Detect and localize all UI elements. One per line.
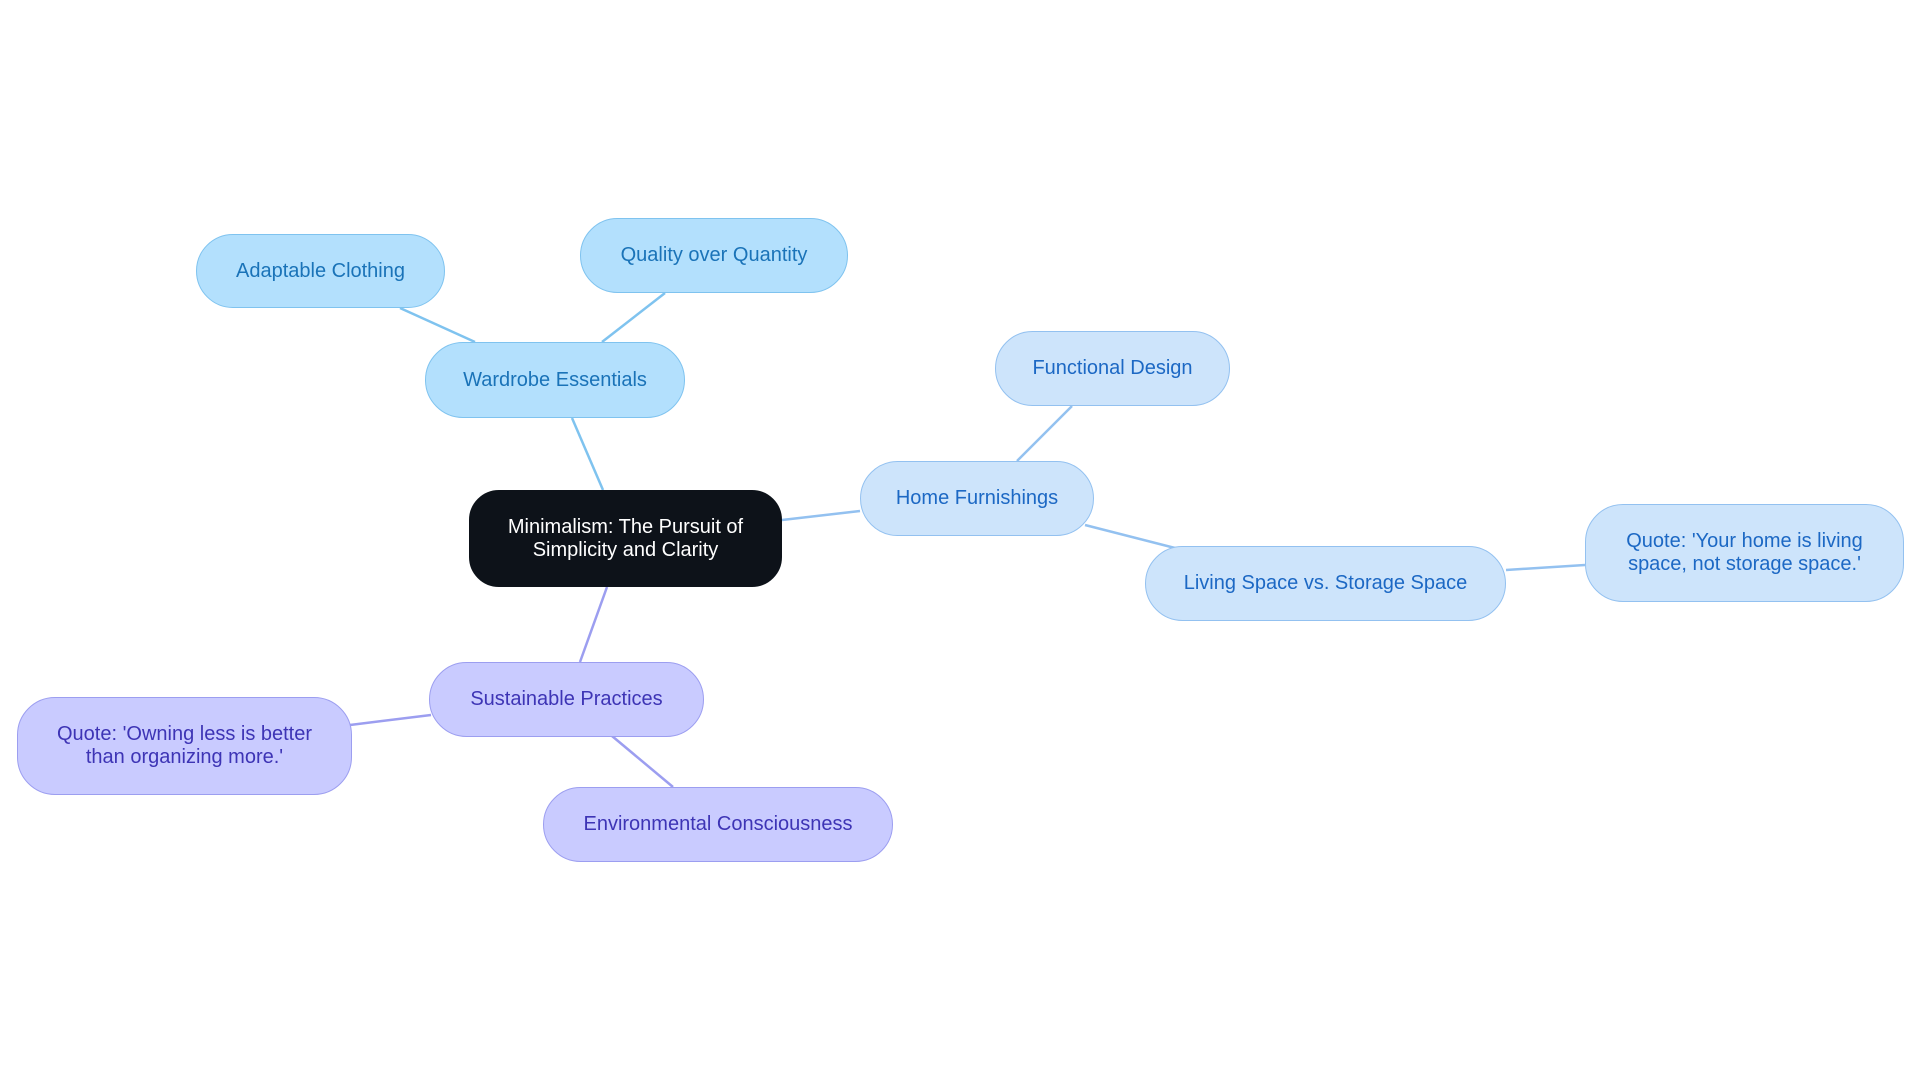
node-wardrobe-essentials[interactable]: Wardrobe Essentials [425, 342, 685, 418]
node-environmental-consciousness[interactable]: Environmental Consciousness [543, 787, 893, 862]
node-adaptable-clothing-label: Adaptable Clothing [235, 259, 405, 282]
node-home-furnishings[interactable]: Home Furnishings [860, 461, 1094, 536]
edge-wardrobe-adaptable [399, 306, 476, 344]
node-sustainable-quote-label: Quote: 'Owning less is better than organ… [57, 723, 312, 769]
edge-sustainable-quote [349, 713, 432, 727]
edge-root-wardrobe [570, 417, 605, 491]
node-home-furnishings-label: Home Furnishings [895, 487, 1059, 509]
node-living-space-vs-storage-space[interactable]: Living Space vs. Storage Space [1145, 546, 1506, 621]
node-environmental-consciousness-label: Environmental Consciousness [583, 813, 853, 835]
home-quote-line-2: space, not storage space.' [1628, 553, 1861, 575]
node-quality-over-quantity[interactable]: Quality over Quantity [580, 218, 848, 293]
node-living-space-vs-storage-space-label: Living Space vs. Storage Space [1183, 572, 1468, 594]
root-label-line-1: Minimalism: The Pursuit of [507, 515, 744, 538]
node-functional-design[interactable]: Functional Design [995, 331, 1230, 406]
home-quote-line-1: Quote: 'Your home is living [1626, 530, 1863, 552]
root-node-label: Minimalism: The Pursuit of Simplicity an… [508, 516, 743, 562]
root-label-line-2: Simplicity and Clarity [532, 538, 719, 561]
edge-root-sustainable [578, 586, 609, 663]
node-quality-over-quantity-label: Quality over Quantity [620, 244, 808, 266]
node-adaptable-clothing[interactable]: Adaptable Clothing [196, 234, 445, 308]
root-node[interactable]: Minimalism: The Pursuit of Simplicity an… [469, 490, 782, 587]
edge-root-home [781, 509, 861, 522]
sustainable-quote-line-1: Quote: 'Owning less is better [56, 723, 313, 745]
sustainable-quote-line-2: than organizing more.' [85, 746, 284, 768]
node-sustainable-quote[interactable]: Quote: 'Owning less is better than organ… [17, 697, 352, 795]
edge-home-functional [1016, 405, 1073, 462]
edge-home-living [1084, 523, 1176, 550]
node-home-quote[interactable]: Quote: 'Your home is living space, not s… [1585, 504, 1904, 602]
node-sustainable-practices[interactable]: Sustainable Practices [429, 662, 704, 737]
edge-wardrobe-quality [601, 292, 666, 343]
node-home-quote-label: Quote: 'Your home is living space, not s… [1626, 530, 1863, 576]
node-sustainable-practices-label: Sustainable Practices [470, 688, 663, 710]
edge-sustainable-environmental [611, 735, 674, 788]
node-functional-design-label: Functional Design [1032, 357, 1193, 379]
edge-living-quote [1505, 563, 1586, 572]
node-wardrobe-essentials-label: Wardrobe Essentials [463, 368, 647, 391]
